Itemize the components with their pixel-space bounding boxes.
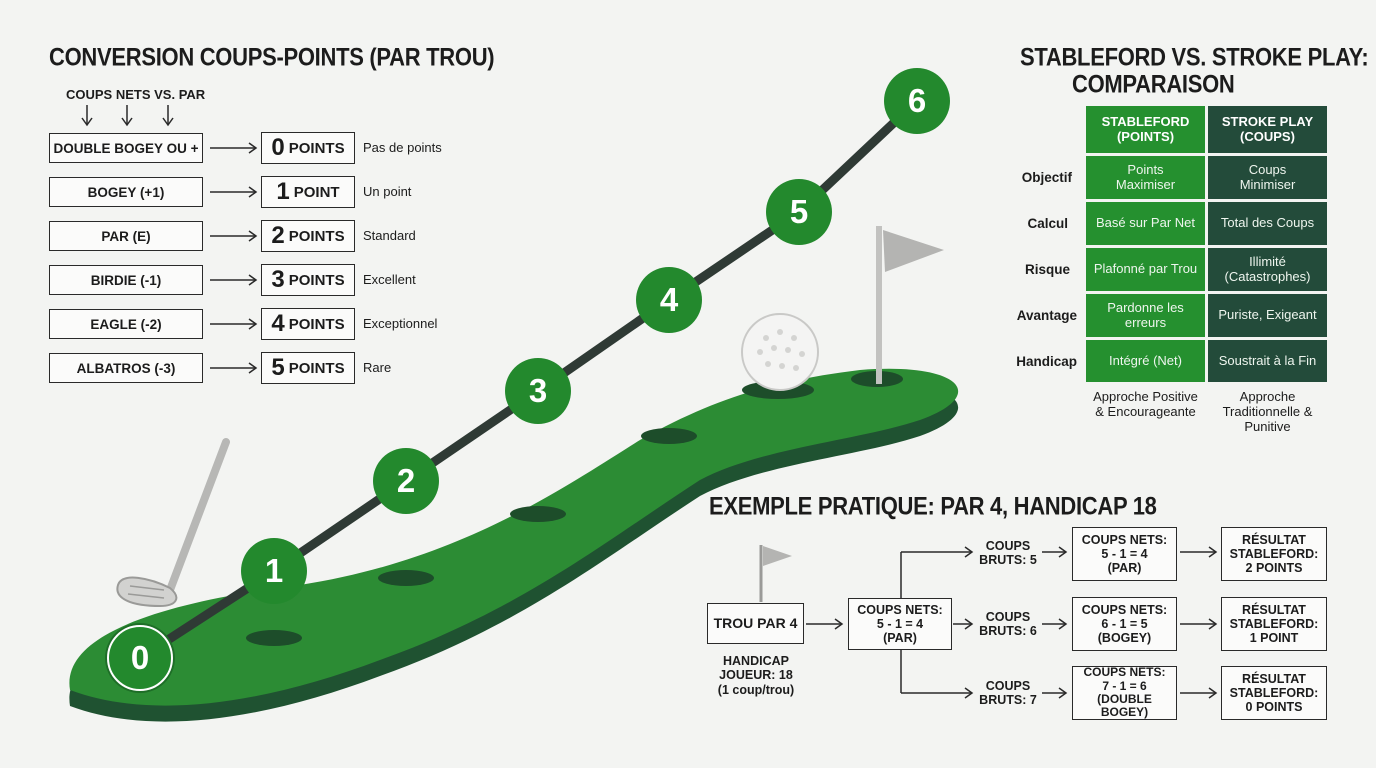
- points-box-1: 1 POINT: [261, 176, 355, 208]
- points-unit: POINTS: [288, 359, 345, 377]
- cell-stableford-risque: Plafonné par Trou: [1086, 248, 1205, 291]
- row-label-handicap: Handicap: [1016, 354, 1077, 369]
- cell-stroke-objectif: Coups Minimiser: [1208, 156, 1327, 199]
- hole-par4-box: TROU PAR 4: [707, 603, 804, 644]
- score-box-par: PAR (E): [49, 221, 203, 251]
- points-note-1: Un point: [363, 184, 412, 199]
- score-box-birdie: BIRDIE (-1): [49, 265, 203, 295]
- points-value: 1: [276, 178, 290, 205]
- hole-flag-icon: [876, 226, 944, 384]
- points-note-2: Standard: [363, 228, 416, 243]
- score-box-bogey: BOGEY (+1): [49, 177, 203, 207]
- points-unit: POINTS: [288, 271, 345, 289]
- points-box-2: 2 POINTS: [261, 220, 355, 252]
- points-unit: POINT: [293, 183, 340, 201]
- step-circle-2: 2: [373, 448, 439, 514]
- score-box-albatros: ALBATROS (-3): [49, 353, 203, 383]
- gross-label-5: COUPS BRUTS: 5: [979, 539, 1037, 568]
- golf-ball-icon: [741, 313, 819, 391]
- header-stroke-play: STROKE PLAY (COUPS): [1208, 106, 1327, 153]
- net-box-par: COUPS NETS: 5 - 1 = 4 (PAR): [1072, 527, 1177, 581]
- example-flow-arrows: [759, 545, 1218, 699]
- example-title: EXEMPLE PRATIQUE: PAR 4, HANDICAP 18: [709, 492, 1157, 520]
- path-hole: [378, 570, 434, 586]
- path-hole: [641, 428, 697, 444]
- path-hole: [510, 506, 566, 522]
- step-circle-5: 5: [766, 179, 832, 245]
- conversion-subtitle: COUPS NETS VS. PAR: [66, 87, 206, 102]
- result-box-2-points: RÉSULTAT STABLEFORD: 2 POINTS: [1221, 527, 1327, 581]
- conversion-arrows: [81, 105, 258, 374]
- points-value: 5: [271, 354, 285, 381]
- cell-stableford-avantage: Pardonne les erreurs: [1086, 294, 1205, 337]
- points-value: 2: [271, 222, 285, 249]
- row-label-risque: Risque: [1024, 262, 1070, 277]
- result-box-1-point: RÉSULTAT STABLEFORD: 1 POINT: [1221, 597, 1327, 651]
- points-box-0: 0 POINTS: [261, 132, 355, 164]
- result-box-0-points: RÉSULTAT STABLEFORD: 0 POINTS: [1221, 666, 1327, 720]
- cell-stroke-avantage: Puriste, Exigeant: [1208, 294, 1327, 337]
- points-note-0: Pas de points: [363, 140, 442, 155]
- green-path: [69, 368, 959, 706]
- conversion-title: CONVERSION COUPS-POINTS (PAR TROU): [49, 43, 495, 71]
- points-value: 0: [271, 134, 285, 161]
- gross-label-7: COUPS BRUTS: 7: [979, 679, 1037, 708]
- step-circle-1: 1: [241, 538, 307, 604]
- net-box-bogey: COUPS NETS: 6 - 1 = 5 (BOGEY): [1072, 597, 1177, 651]
- score-box-double-bogey: DOUBLE BOGEY OU +: [49, 133, 203, 163]
- step-circle-3: 3: [505, 358, 571, 424]
- cell-stableford-handicap: Intégré (Net): [1086, 340, 1205, 382]
- points-unit: POINTS: [288, 315, 345, 333]
- row-label-avantage: Avantage: [1016, 308, 1077, 323]
- cell-stroke-handicap: Soustrait à la Fin: [1208, 340, 1327, 382]
- cell-stableford-objectif: Points Maximiser: [1086, 156, 1205, 199]
- score-box-eagle: EAGLE (-2): [49, 309, 203, 339]
- header-stableford: STABLEFORD (POINTS): [1086, 106, 1205, 153]
- points-box-5: 5 POINTS: [261, 352, 355, 384]
- comparison-title-line1: STABLEFORD VS. STROKE PLAY:: [1020, 43, 1369, 71]
- row-label-objectif: Objectif: [1021, 170, 1072, 185]
- points-box-4: 4 POINTS: [261, 308, 355, 340]
- comparison-title-line2: COMPARAISON: [1072, 70, 1235, 98]
- net-box-double-bogey: COUPS NETS: 7 - 1 = 6 (DOUBLE BOGEY): [1072, 665, 1177, 720]
- row-label-calcul: Calcul: [1027, 216, 1068, 231]
- points-box-3: 3 POINTS: [261, 264, 355, 296]
- points-unit: POINTS: [288, 139, 345, 157]
- handicap-note: HANDICAP JOUEUR: 18 (1 coup/trou): [717, 654, 795, 697]
- golf-club-icon: [116, 438, 230, 608]
- points-note-4: Exceptionnel: [363, 316, 438, 331]
- stroke-play-approach-note: Approche Traditionnelle & Punitive: [1222, 389, 1313, 434]
- cell-stroke-calcul: Total des Coups: [1208, 202, 1327, 245]
- path-hole: [246, 630, 302, 646]
- points-value: 3: [271, 266, 285, 293]
- points-value: 4: [271, 310, 285, 337]
- points-note-5: Rare: [363, 360, 392, 375]
- points-note-3: Excellent: [363, 272, 416, 287]
- cell-stroke-risque: Illimité (Catastrophes): [1208, 248, 1327, 291]
- gross-label-6: COUPS BRUTS: 6: [979, 610, 1037, 639]
- cell-stableford-calcul: Basé sur Par Net: [1086, 202, 1205, 245]
- center-net-box: COUPS NETS: 5 - 1 = 4 (PAR): [848, 598, 952, 650]
- stableford-approach-note: Approche Positive & Encourageante: [1093, 389, 1198, 419]
- points-unit: POINTS: [288, 227, 345, 245]
- step-circle-0: 0: [107, 625, 173, 691]
- step-circle-6: 6: [884, 68, 950, 134]
- step-circle-4: 4: [636, 267, 702, 333]
